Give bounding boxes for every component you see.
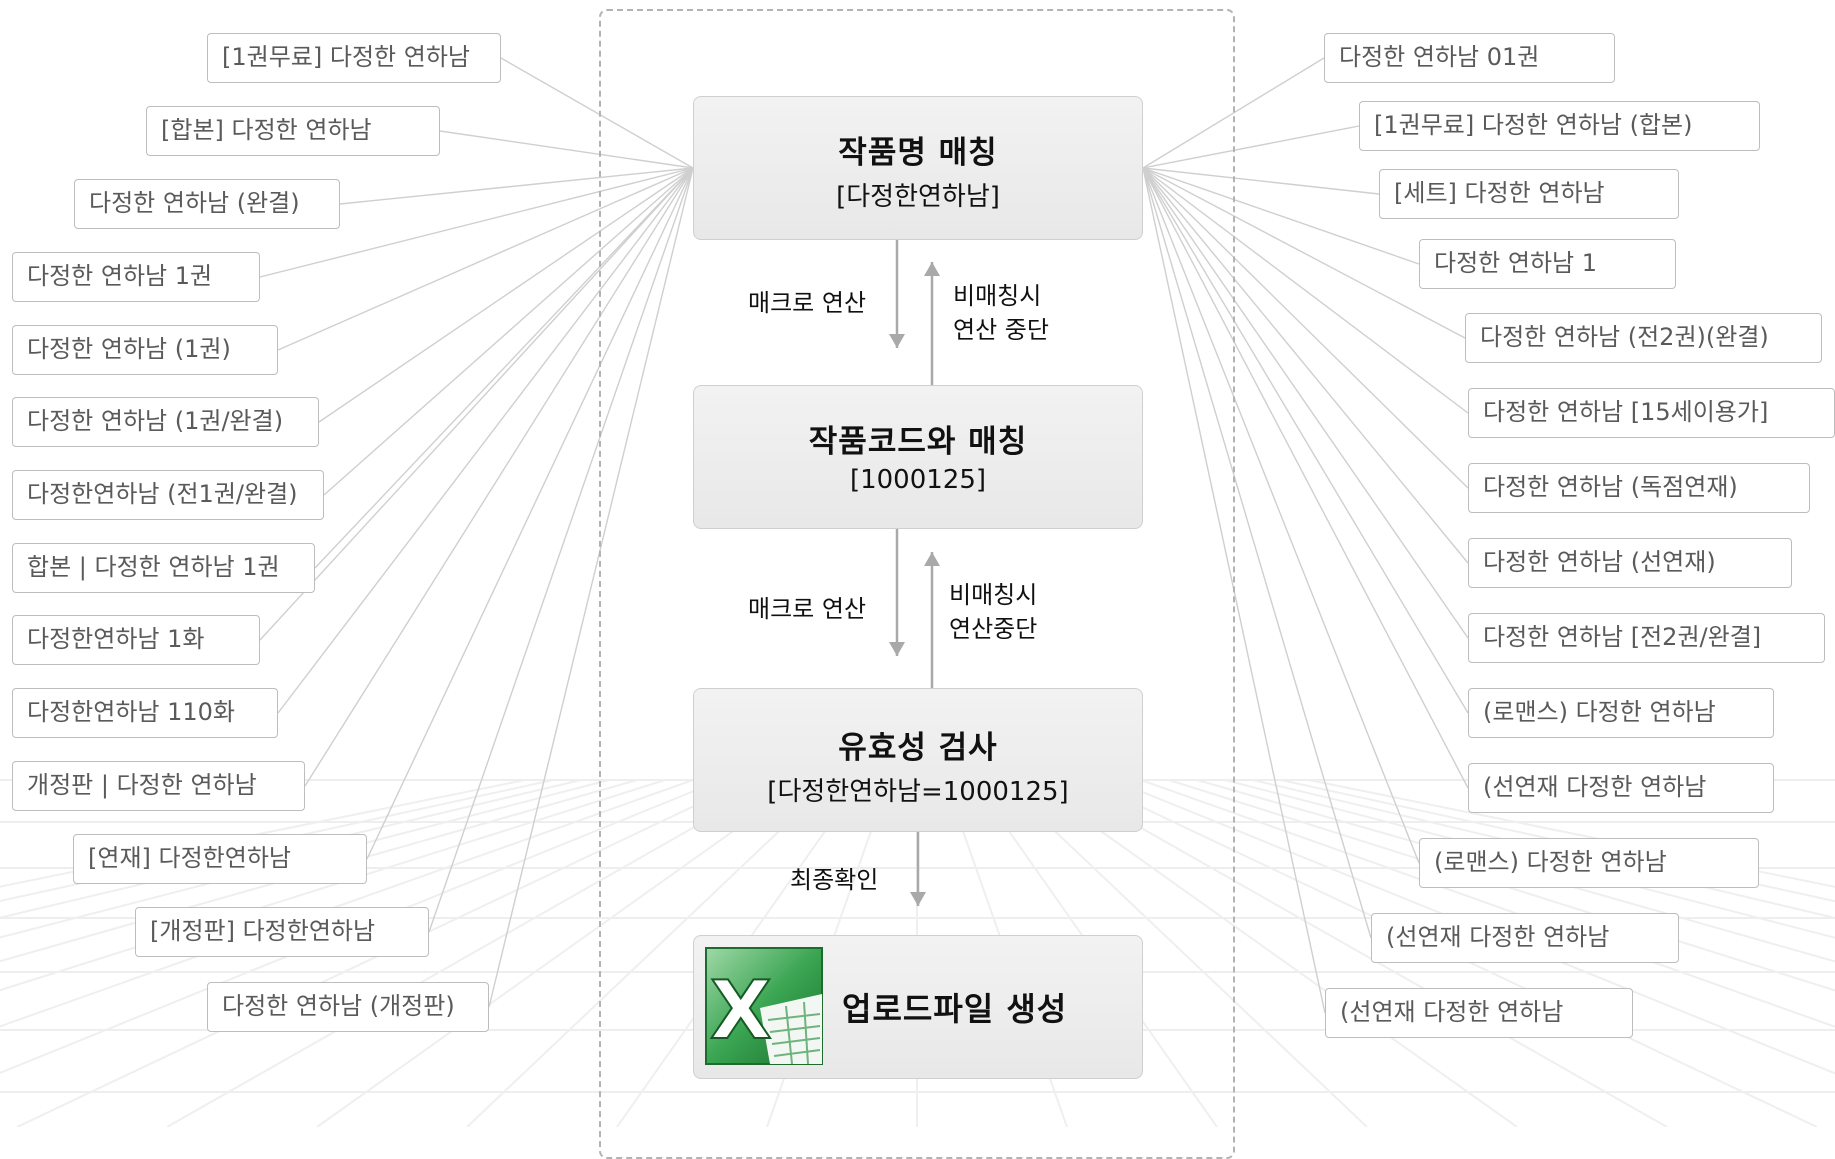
code-match-step: 작품코드와 매칭 [1000125] bbox=[693, 385, 1143, 529]
right-label: (로맨스) 다정한 연하남 bbox=[1419, 838, 1759, 888]
left-label: 합본 | 다정한 연하남 1권 bbox=[12, 543, 315, 593]
right-label: 다정한 연하남 [전2권/완결] bbox=[1468, 613, 1825, 663]
step-subtitle: [다정한연하남] bbox=[836, 182, 1000, 212]
right-label: (선연재 다정한 연하남 bbox=[1468, 763, 1774, 813]
step-subtitle: [1000125] bbox=[849, 465, 987, 495]
upload-title: 업로드파일 생성 bbox=[842, 990, 1068, 1028]
left-label: 다정한연하남 (전1권/완결) bbox=[12, 470, 324, 520]
right-label: [세트] 다정한 연하남 bbox=[1379, 169, 1679, 219]
right-label: [1권무료] 다정한 연하남 (합본) bbox=[1359, 101, 1760, 151]
left-label: 다정한 연하남 (완결) bbox=[74, 179, 340, 229]
right-label: 다정한 연하남 1 bbox=[1419, 239, 1676, 289]
upload-file-step: X 업로드파일 생성 bbox=[693, 935, 1143, 1079]
right-label: (선연재 다정한 연하남 bbox=[1325, 988, 1633, 1038]
right-label: 다정한 연하남 (독점연재) bbox=[1468, 463, 1810, 513]
right-label: (선연재 다정한 연하남 bbox=[1371, 913, 1679, 963]
svg-text:X: X bbox=[710, 964, 772, 1057]
stop-on-mismatch-label-2: 비매칭시 연산중단 bbox=[949, 581, 1038, 643]
left-label: 다정한연하남 110화 bbox=[12, 688, 278, 738]
excel-icon: X bbox=[705, 947, 823, 1065]
left-label: [합본] 다정한 연하남 bbox=[146, 106, 440, 156]
left-label: [1권무료] 다정한 연하남 bbox=[207, 33, 501, 83]
left-label: 다정한 연하남 (1권/완결) bbox=[12, 397, 319, 447]
step-subtitle: [다정한연하남=1000125] bbox=[767, 777, 1069, 807]
left-label: 다정한 연하남 (1권) bbox=[12, 325, 278, 375]
left-label: 다정한 연하남 1권 bbox=[12, 252, 260, 302]
macro-op-label-1: 매크로 연산 bbox=[748, 289, 867, 317]
step-title: 작품명 매칭 bbox=[838, 135, 998, 171]
title-match-step: 작품명 매칭 [다정한연하남] bbox=[693, 96, 1143, 240]
right-label: (로맨스) 다정한 연하남 bbox=[1468, 688, 1774, 738]
left-label: [연재] 다정한연하남 bbox=[73, 834, 367, 884]
final-check-label: 최종확인 bbox=[790, 866, 879, 894]
right-label: 다정한 연하남 (전2권)(완결) bbox=[1465, 313, 1822, 363]
macro-op-label-2: 매크로 연산 bbox=[748, 595, 867, 623]
left-label: [개정판] 다정한연하남 bbox=[135, 907, 429, 957]
step-title: 작품코드와 매칭 bbox=[808, 424, 1028, 460]
right-label: 다정한 연하남 [15세이용가] bbox=[1468, 388, 1835, 438]
right-label: 다정한 연하남 (선연재) bbox=[1468, 538, 1792, 588]
stop-on-mismatch-label-1: 비매칭시 연산 중단 bbox=[953, 282, 1049, 344]
right-label: 다정한 연하남 01권 bbox=[1324, 33, 1615, 83]
validation-step: 유효성 검사 [다정한연하남=1000125] bbox=[693, 688, 1143, 832]
left-label: 개정판 | 다정한 연하남 bbox=[12, 761, 305, 811]
left-label: 다정한 연하남 (개정판) bbox=[207, 982, 489, 1032]
step-title: 유효성 검사 bbox=[838, 730, 998, 766]
left-label: 다정한연하남 1화 bbox=[12, 615, 260, 665]
